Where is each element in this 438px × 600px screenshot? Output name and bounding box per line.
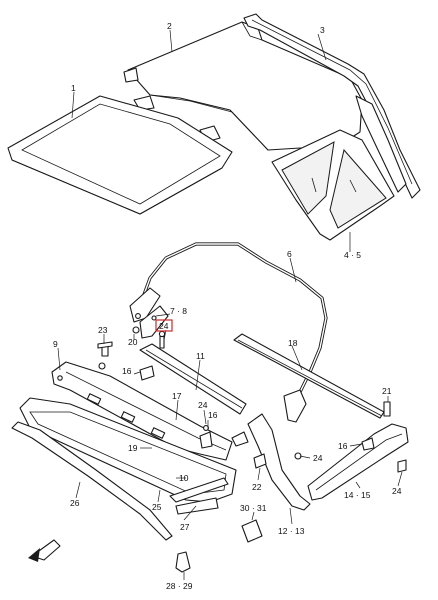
label-24-lower: 24 xyxy=(313,453,323,463)
retainer-strip-18[interactable] xyxy=(233,333,385,419)
label-30-31: 30 · 31 xyxy=(240,503,267,513)
label-12-13: 12 · 13 xyxy=(278,526,305,536)
label-3: 3 xyxy=(320,25,325,35)
clip-24-mid[interactable] xyxy=(199,425,213,449)
label-6: 6 xyxy=(287,249,292,259)
label-19: 19 xyxy=(128,443,138,453)
label-24-highlighted: 24 xyxy=(159,321,169,331)
label-9: 9 xyxy=(53,339,58,349)
rear-window-frame[interactable] xyxy=(19,397,237,503)
label-16-mid: 16 xyxy=(208,410,218,420)
label-26: 26 xyxy=(70,498,80,508)
label-4-5: 4 · 5 xyxy=(344,250,361,260)
label-20: 20 xyxy=(128,337,138,347)
clip-22[interactable] xyxy=(253,453,267,469)
label-2: 2 xyxy=(167,21,172,31)
bolt-21[interactable] xyxy=(383,401,391,417)
label-7-8: 7 · 8 xyxy=(170,306,187,316)
callout-labels: 1 2 3 4 · 5 6 7 · 8 24 20 23 9 11 18 16 … xyxy=(53,21,402,591)
side-bracket-12-13[interactable] xyxy=(247,413,311,511)
label-24-mid: 24 xyxy=(198,400,208,410)
label-1: 1 xyxy=(71,83,76,93)
label-25: 25 xyxy=(152,502,162,512)
label-10: 10 xyxy=(179,473,189,483)
bow-end-clamp[interactable] xyxy=(283,389,307,423)
headliner-panel[interactable] xyxy=(7,95,233,215)
label-28-29: 28 · 29 xyxy=(166,581,193,591)
label-23: 23 xyxy=(98,325,108,335)
pad-30-31[interactable] xyxy=(241,519,263,543)
screw-23[interactable] xyxy=(97,341,113,357)
bow-hinge-bracket[interactable] xyxy=(129,287,169,339)
clip-16-right[interactable] xyxy=(361,437,375,451)
label-17: 17 xyxy=(172,391,182,401)
top-frame-bow[interactable] xyxy=(140,242,328,412)
label-16-left: 16 xyxy=(122,366,132,376)
label-16-right: 16 xyxy=(338,441,348,451)
screw-20[interactable] xyxy=(132,326,140,334)
label-27: 27 xyxy=(180,522,190,532)
label-22: 22 xyxy=(252,482,262,492)
clip-16-left[interactable] xyxy=(139,365,155,381)
label-24-right: 24 xyxy=(392,486,402,496)
lower-seal-26[interactable] xyxy=(11,421,173,541)
bolt-24[interactable] xyxy=(158,330,166,349)
rear-seal-27[interactable] xyxy=(169,477,229,515)
label-18: 18 xyxy=(288,338,298,348)
front-arrow-icon xyxy=(28,539,61,562)
clip-16-mid[interactable] xyxy=(231,431,249,447)
rear-window-panel[interactable] xyxy=(271,129,395,241)
weatherstrip-rail[interactable] xyxy=(243,13,421,199)
leader-lines xyxy=(57,29,403,580)
highlight-box-24 xyxy=(155,319,173,332)
label-21: 21 xyxy=(382,386,392,396)
label-14-15: 14 · 15 xyxy=(344,490,371,500)
lower-side-rail[interactable] xyxy=(307,423,409,501)
label-11: 11 xyxy=(196,351,205,361)
side-rail-11[interactable] xyxy=(139,343,247,415)
hook-28-29[interactable] xyxy=(175,551,191,573)
clip-24-right[interactable] xyxy=(397,459,407,473)
rear-header-bar[interactable] xyxy=(51,361,233,461)
